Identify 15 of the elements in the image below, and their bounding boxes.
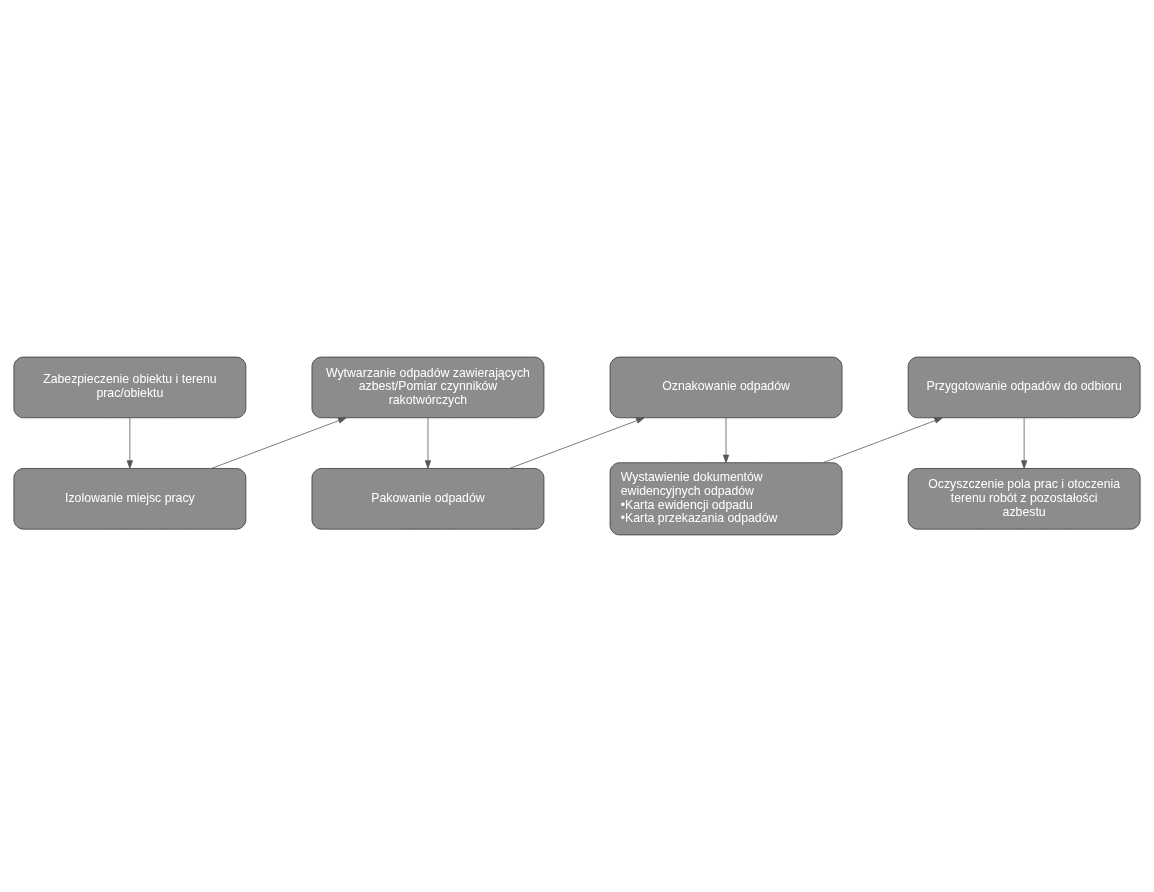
- arrow: [509, 417, 645, 469]
- node-box: Przygotowanie odpadów do odbioru: [907, 356, 1141, 419]
- node-box: Wytwarzanie odpadów zawierających azbest/Pomiar czynników rakotwórczych: [311, 356, 545, 419]
- node-box: Zabezpieczenie obiektu i terenu prac/obiektu: [13, 356, 247, 419]
- arrow: [424, 417, 432, 469]
- node-box: Oczyszczenie pola prac i otoczenia terenu robót z pozostałości azbestu: [907, 468, 1141, 530]
- node-box: Wystawienie dokumentów ewidencyjnych odpadów •Karta ewidencji odpadu •Karta przekazania odpadów: [609, 462, 843, 536]
- node-box: Pakowanie odpadów: [311, 468, 545, 530]
- node-box: Oznakowanie odpadów: [609, 356, 843, 419]
- arrow: [722, 417, 730, 464]
- arrow: [822, 417, 943, 464]
- node-box: Izolowanie miejsc pracy: [13, 468, 247, 530]
- arrow: [211, 417, 347, 469]
- arrow: [1021, 417, 1028, 469]
- arrow: [126, 417, 133, 469]
